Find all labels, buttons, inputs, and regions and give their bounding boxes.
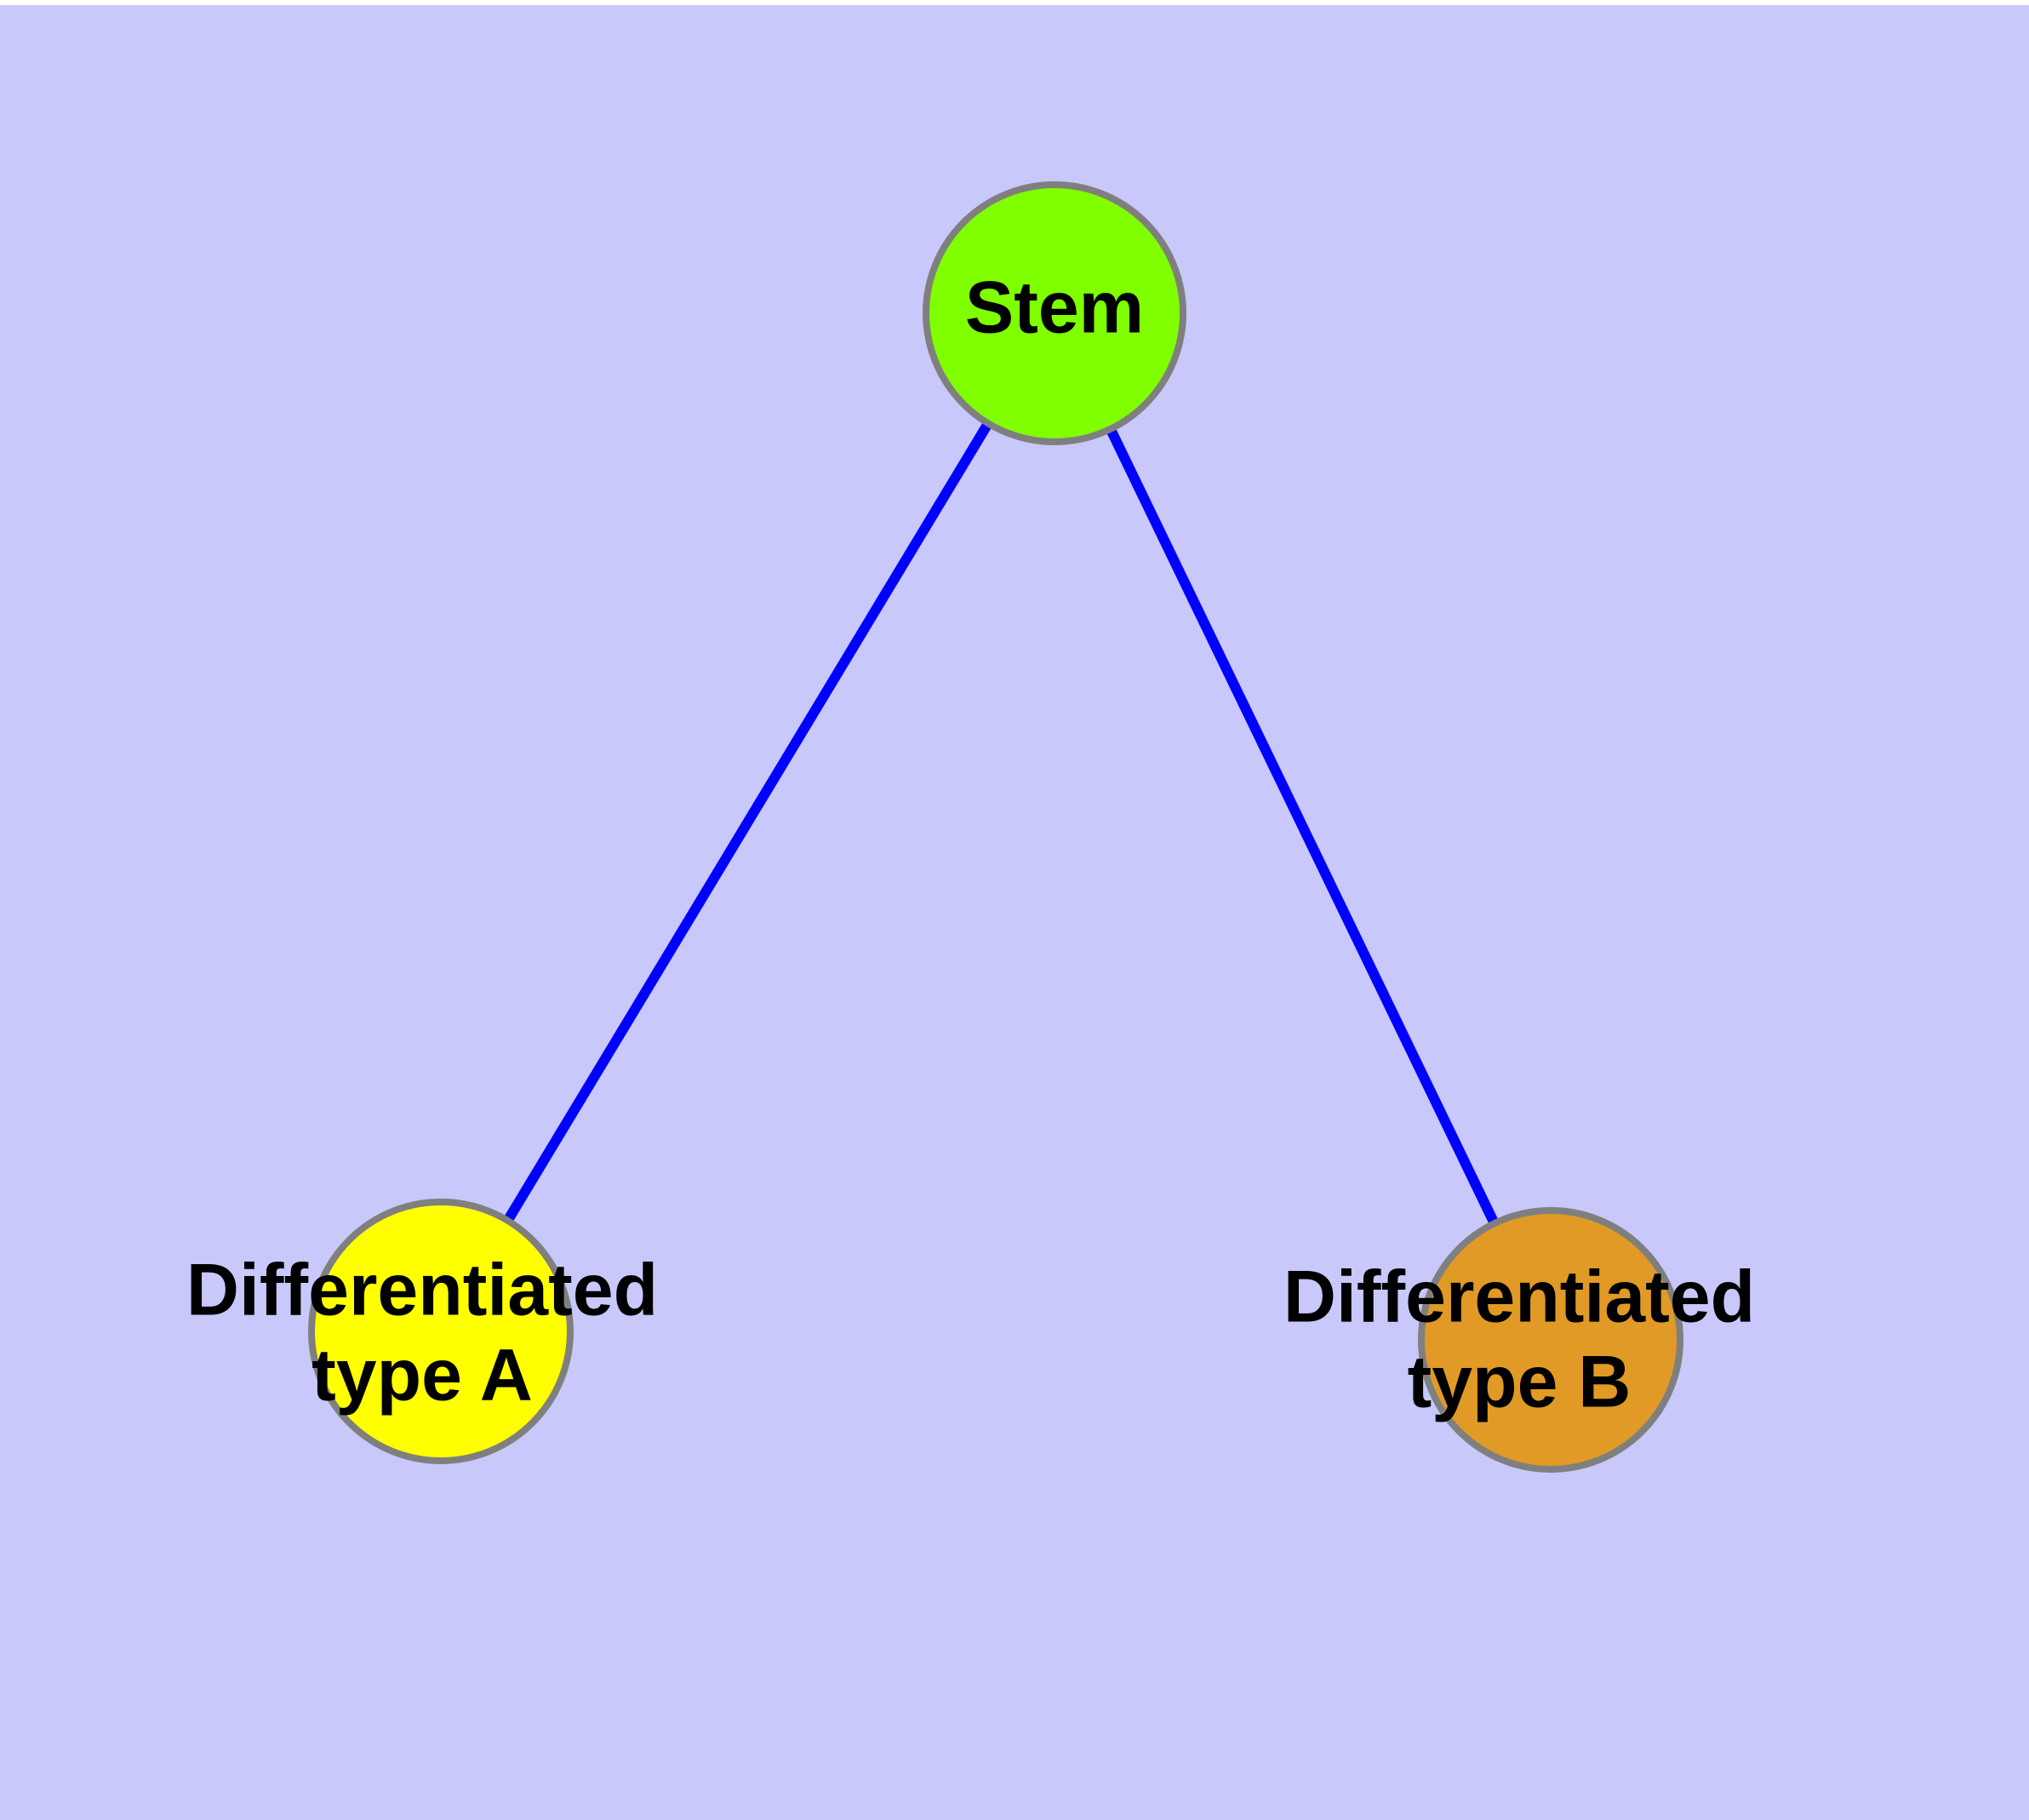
edge-stem-to-differentiated-type-b[interactable] xyxy=(1049,311,1556,1342)
node-label-differentiated-type-b-line1: Differentiated xyxy=(1283,1256,1755,1338)
node-stem[interactable] xyxy=(923,181,1186,445)
graph-background: Stem Differentiated type A Differentiate… xyxy=(0,5,2029,1820)
node-label-differentiated-type-a-line1: Differentiated xyxy=(186,1250,658,1331)
node-differentiated-type-a[interactable] xyxy=(308,1199,574,1464)
edges-layer xyxy=(436,310,1556,1342)
nodes-layer xyxy=(308,181,1683,1473)
node-label-stem: Stem xyxy=(965,267,1144,349)
graph-svg: Stem Differentiated type A Differentiate… xyxy=(186,181,1755,1473)
labels-layer: Stem Differentiated type A Differentiate… xyxy=(186,267,1755,1423)
node-label-differentiated-type-a-line2: type A xyxy=(311,1335,533,1417)
node-label-differentiated-type-b-line2: type B xyxy=(1408,1342,1632,1423)
edge-stem-to-differentiated-type-a[interactable] xyxy=(436,310,1060,1335)
node-differentiated-type-b[interactable] xyxy=(1418,1207,1683,1473)
